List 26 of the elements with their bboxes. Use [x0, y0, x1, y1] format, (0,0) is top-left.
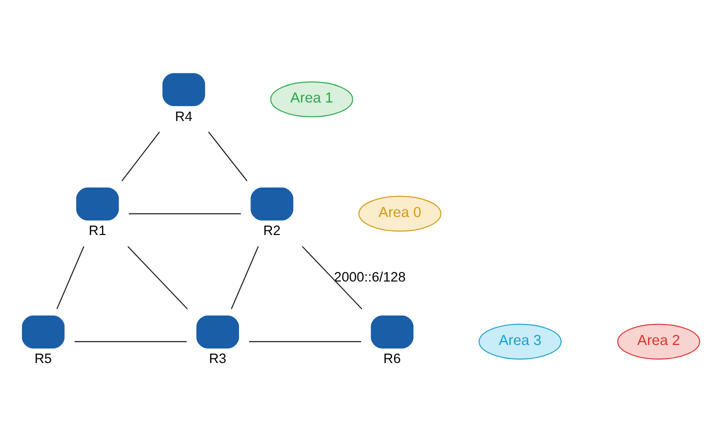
connector: [230, 245, 259, 309]
node-box: [162, 72, 206, 106]
node-ellipse: Area 2: [617, 323, 700, 360]
node-label: R4: [175, 108, 192, 124]
connector: [248, 340, 362, 342]
node-ellipse: Area 3: [478, 323, 562, 360]
node-label: R1: [88, 222, 106, 238]
edge-label: 2000::6/128: [334, 268, 406, 284]
node-box: [370, 314, 414, 348]
node-label: R5: [34, 350, 52, 366]
connector: [121, 130, 160, 181]
node-label: R6: [383, 350, 401, 366]
node-ellipse: Area 1: [270, 80, 354, 117]
node-box: [76, 187, 119, 220]
node-box: [250, 187, 294, 220]
node-label: R3: [208, 350, 226, 366]
connector: [74, 340, 188, 342]
node-ellipse: Area 0: [358, 195, 442, 232]
node-box: [196, 314, 240, 348]
connector: [56, 245, 84, 309]
connector: [128, 212, 242, 214]
node-box: [22, 314, 65, 348]
connector: [208, 130, 248, 181]
connector: [127, 245, 188, 309]
connector: [302, 245, 362, 309]
node-label: R2: [263, 222, 281, 238]
